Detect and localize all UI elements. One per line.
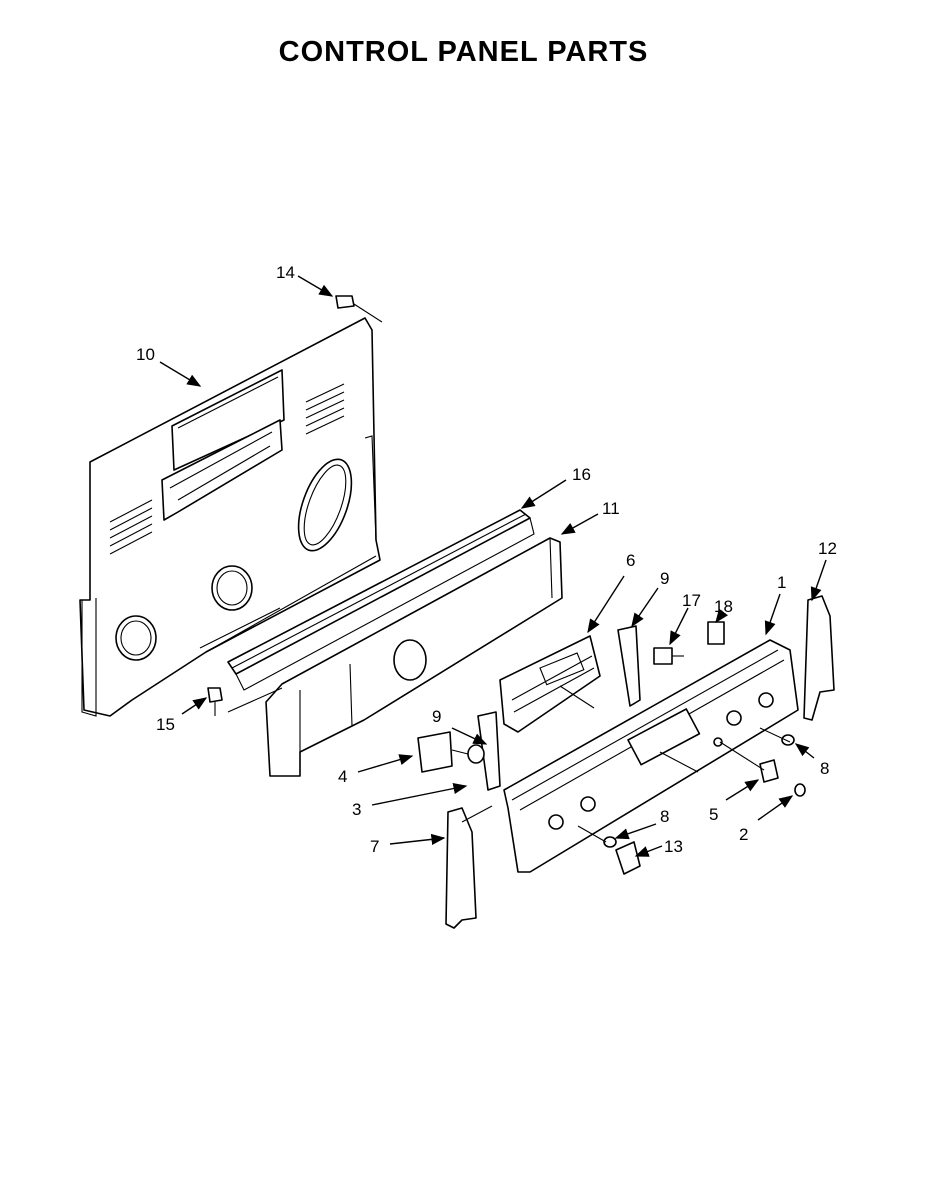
mounting-bracket	[265, 537, 563, 777]
callout-9-lower: 9	[432, 707, 488, 745]
page-title: CONTROL PANEL PARTS	[278, 36, 649, 68]
knob-stem-3	[467, 744, 485, 764]
knob-13	[615, 841, 641, 875]
knob-5	[759, 759, 779, 783]
svg-text:6: 6	[626, 551, 635, 570]
svg-text:17: 17	[682, 591, 701, 610]
pin-8-upper	[781, 734, 795, 746]
callout-2: 2	[739, 795, 794, 844]
callout-7: 7	[370, 833, 446, 856]
svg-text:8: 8	[660, 807, 669, 826]
infinite-switch	[417, 731, 469, 773]
callout-3: 3	[352, 783, 468, 819]
bracket-upper	[617, 625, 641, 707]
switch-17	[653, 647, 684, 665]
side-bracket-left	[445, 807, 477, 929]
callout-13: 13	[634, 837, 683, 857]
svg-text:9: 9	[660, 569, 669, 588]
top-screw	[335, 295, 383, 323]
svg-text:5: 5	[709, 805, 718, 824]
callout-5: 5	[709, 779, 760, 824]
svg-text:7: 7	[370, 837, 379, 856]
trim-bar	[227, 509, 535, 691]
cap-2	[794, 783, 806, 797]
svg-text:18: 18	[714, 597, 733, 616]
svg-text:10: 10	[136, 345, 155, 364]
control-console	[503, 639, 799, 873]
svg-text:11: 11	[602, 499, 620, 518]
callout-8-lower: 8	[614, 807, 669, 840]
svg-text:3: 3	[352, 800, 361, 819]
callout-15: 15	[156, 697, 208, 734]
svg-text:9: 9	[432, 707, 441, 726]
assembly-lines	[461, 727, 791, 843]
switch-18	[707, 621, 725, 645]
svg-text:2: 2	[739, 825, 748, 844]
pin-8-lower	[603, 836, 617, 848]
callout-1: 1	[764, 573, 786, 636]
svg-text:15: 15	[156, 715, 175, 734]
svg-text:8: 8	[820, 759, 829, 778]
electronic-control-board	[499, 635, 601, 733]
svg-text:12: 12	[818, 539, 837, 558]
callout-16: 16	[520, 465, 591, 509]
callout-14: 14	[276, 263, 334, 297]
callout-11: 11	[560, 499, 620, 535]
svg-text:16: 16	[572, 465, 591, 484]
callout-6: 6	[587, 551, 635, 634]
callout-4: 4	[338, 754, 414, 786]
side-bracket-right	[803, 595, 835, 721]
bracket-lower	[477, 711, 501, 791]
callout-8-upper: 8	[794, 743, 829, 778]
svg-text:4: 4	[338, 767, 347, 786]
callout-12: 12	[810, 539, 837, 602]
svg-text:14: 14	[276, 263, 295, 282]
callout-17: 17	[669, 591, 701, 646]
callout-18: 18	[714, 597, 733, 624]
svg-text:1: 1	[777, 573, 786, 592]
callout-9-upper: 9	[631, 569, 669, 628]
callout-10: 10	[136, 345, 202, 387]
bottom-screw	[207, 687, 283, 716]
svg-text:13: 13	[664, 837, 683, 856]
back-panel	[79, 317, 381, 717]
